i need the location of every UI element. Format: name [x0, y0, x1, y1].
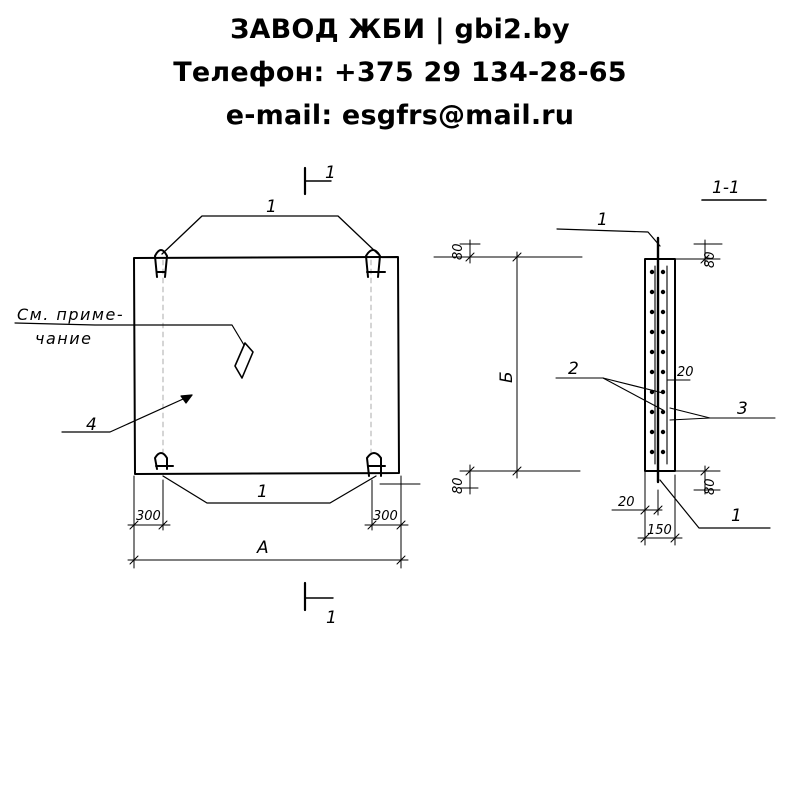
dim-section-cover-label: 20: [618, 495, 635, 510]
company-title: ЗАВОД ЖБИ | gbi2.by: [230, 14, 570, 45]
dim-section-thickness-label: 150: [647, 523, 672, 538]
dimension-lines-height: [433, 239, 583, 495]
callout-mesh: 3: [737, 399, 748, 419]
dim-section-inner-label: 20: [677, 365, 694, 380]
section-cut-mark-top: [303, 166, 332, 196]
dimension-lines-plan: [127, 475, 421, 569]
callout-loop-top: 1: [266, 197, 277, 217]
lifting-loop-top-right: [365, 249, 386, 278]
callout-section-loop-top: 1: [597, 210, 608, 230]
leader-panel: [61, 394, 193, 433]
panel-plan: [133, 256, 400, 475]
callout-rebar: 2: [568, 359, 579, 379]
callout-loop-bottom: 1: [257, 482, 268, 502]
lifting-loop-bottom-right: [366, 452, 386, 477]
email-line: e-mail: esgfrs@mail.ru: [225, 100, 575, 131]
section-mark-top-label: 1: [325, 163, 336, 183]
section-cut-mark-bottom: [303, 581, 334, 612]
callout-section-loop-bottom: 1: [731, 506, 742, 526]
note-line-2: чание: [35, 329, 92, 348]
dim-top-offset-label: 80: [451, 243, 466, 260]
section-title: 1-1: [712, 178, 740, 198]
section-rebar-dots: [649, 269, 666, 455]
dim-height-label: Б: [497, 371, 517, 383]
dim-right-offset-label: 300: [373, 509, 398, 524]
lifting-loop-bottom-left: [154, 452, 174, 470]
dim-section-bottom-label: 80: [703, 478, 718, 495]
section-mark-bottom-label: 1: [326, 608, 337, 628]
leader-loop-top: [161, 215, 379, 255]
section-1-1: [555, 199, 776, 546]
dim-width-label: А: [256, 538, 269, 558]
lifting-loop-top-left: [154, 249, 168, 278]
note-line-1: См. приме-: [17, 305, 124, 324]
dim-bottom-offset-label: 80: [451, 477, 466, 494]
header: ЗАВОД ЖБИ | gbi2.by Телефон: +375 29 134…: [0, 8, 800, 137]
dim-left-offset-label: 300: [136, 509, 161, 524]
leader-loop-bottom: [162, 475, 377, 504]
note-diamond-marker: [14, 322, 254, 379]
dim-section-top-label: 80: [703, 251, 718, 268]
phone-line: Телефон: +375 29 134-28-65: [173, 57, 627, 88]
callout-panel: 4: [86, 415, 97, 435]
